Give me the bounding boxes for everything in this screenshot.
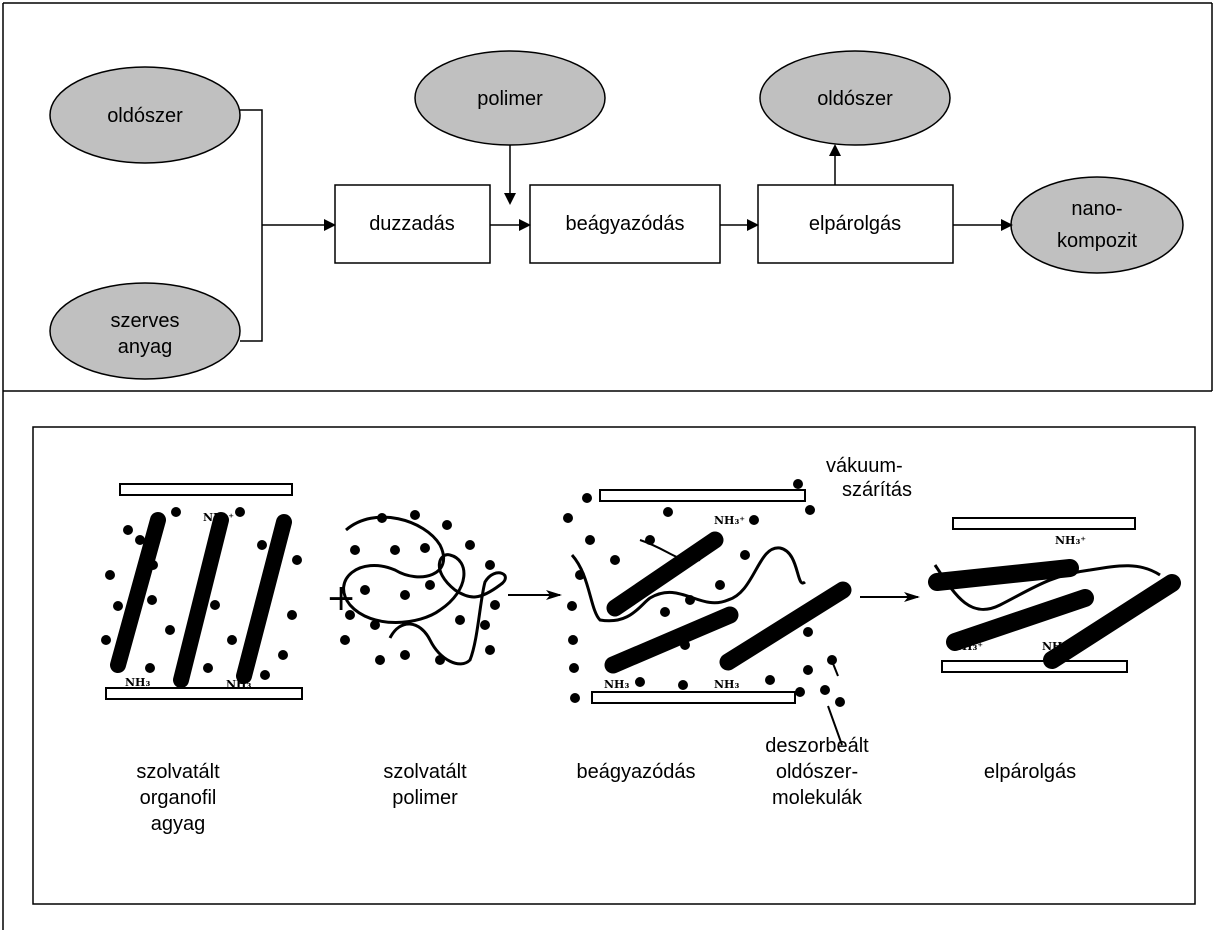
input-organic-label-1: szerves [111,310,180,332]
clay-caption-2: organofil [140,787,217,809]
step-swelling-box [334,184,491,264]
flowchart: oldószer szerves anyag polimer oldószer … [49,50,1184,380]
output-nanocomposite-label-1: nano- [1071,198,1122,220]
vacuum-label-2: szárítás [842,479,912,501]
clay-nh3-label-2: NH₃ [226,678,251,691]
schematic-clay-stack: NH₃⁺ NH₃ NH₃ [101,483,303,700]
step-embedding-label: beágyazódás [566,213,685,235]
intercalation-nh3-label-2: NH₃ [714,678,739,691]
output-nanocomposite-label-2: kompozit [1057,230,1137,252]
input-solvent-ellipse [49,66,241,164]
schematic-labels: vákuum- szárítás szolvatált organofil ag… [136,455,1076,835]
desorbed-caption-3: molekulák [772,787,863,809]
step-evaporation-box [757,184,954,264]
schematic-polymer-coil [340,510,507,666]
evaporation-caption: elpárolgás [984,761,1076,783]
desorbed-pointer-line [827,705,843,746]
clay-nh3plus-label: NH₃⁺ [203,511,234,524]
embedding-caption: beágyazódás [577,761,696,783]
clay-caption-3: agyag [151,813,206,835]
output-nanocomposite-ellipse [1010,176,1184,274]
vacuum-label-1: vákuum- [826,455,903,477]
clay-nh3-label-1: NH₃ [125,676,150,689]
intercalation-nh3plus-label: NH₃⁺ [714,514,745,527]
clay-caption-1: szolvatált [136,761,220,783]
output-solvent-label: oldószer [817,88,893,110]
polymer-caption-1: szolvatált [383,761,467,783]
composite-nh3plus-label-left: NH₃⁺ [952,640,983,653]
input-solvent-label: oldószer [107,105,183,127]
step-embedding-box [529,184,721,264]
input-organic-ellipse [49,282,241,380]
polymer-caption-2: polimer [392,787,458,809]
schematic-intercalation: NH₃⁺ NH₃ NH₃ [563,479,852,707]
desorbed-caption-2: oldószer- [776,761,858,783]
desorbed-caption-1: deszorbeált [765,735,869,757]
output-solvent-ellipse [759,50,951,146]
schematic-nanocomposite: NH₃⁺ NH₃⁺ NH₃⁺ [928,517,1181,673]
input-polymer-label: polimer [477,88,543,110]
composite-nh3plus-label-top: NH₃⁺ [1055,534,1086,547]
step-evaporation-label: elpárolgás [809,213,901,235]
intercalation-nh3-label-1: NH₃ [604,678,629,691]
step-swelling-label: duzzadás [369,213,455,235]
flow-connectors [240,109,1013,342]
input-organic-label-2: anyag [118,336,173,358]
composite-nh3plus-label-mid: NH₃⁺ [1042,640,1073,653]
schematic-frame [32,426,1196,905]
